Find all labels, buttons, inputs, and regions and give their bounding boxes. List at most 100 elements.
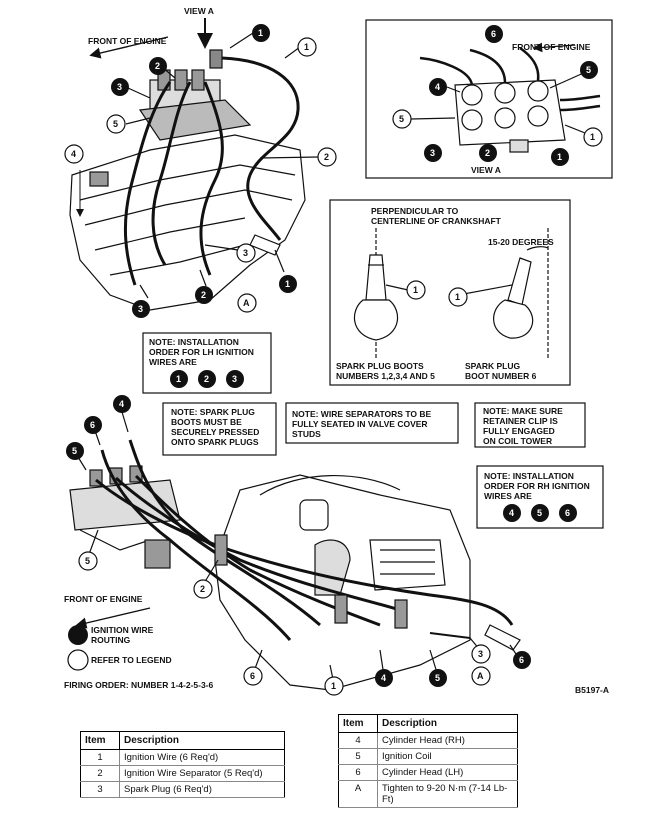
callout-text: 2 bbox=[201, 290, 206, 300]
boots-note-line: SECURELY PRESSED bbox=[171, 427, 259, 437]
rh-order-1: 4 bbox=[509, 508, 514, 518]
legend-header-desc: Description bbox=[377, 714, 518, 733]
separators-note-line: STUDS bbox=[292, 429, 321, 439]
legend-desc: Cylinder Head (RH) bbox=[377, 732, 518, 749]
callout-text: 2 bbox=[324, 152, 329, 162]
legend-table-left: Item Description 1 Ignition Wire (6 Req'… bbox=[80, 731, 285, 798]
callout-text: 1 bbox=[557, 152, 562, 162]
key-black-label-1: IGNITION WIRE bbox=[91, 625, 154, 635]
legend-item: 4 bbox=[338, 732, 378, 749]
callout-text: 5 bbox=[113, 119, 118, 129]
lh-order-3: 3 bbox=[232, 374, 237, 384]
callout-text: 3 bbox=[478, 649, 483, 659]
boot6-label-2: BOOT NUMBER 6 bbox=[465, 371, 537, 381]
callout-text: 5 bbox=[72, 446, 77, 456]
callout-text: 2 bbox=[485, 148, 490, 158]
legend-header-item: Item bbox=[80, 731, 120, 750]
callout-text: 4 bbox=[119, 399, 124, 409]
legend-desc: Ignition Wire (6 Req'd) bbox=[119, 749, 285, 766]
callout-text: 1 bbox=[258, 28, 263, 38]
separators-note-frame bbox=[285, 402, 459, 444]
boot-drawings bbox=[353, 228, 549, 360]
perpendicular-text-2: CENTERLINE OF CRANKSHAFT bbox=[371, 216, 502, 226]
callout-text: 4 bbox=[381, 673, 386, 683]
view-a-label-top: VIEW A bbox=[184, 6, 214, 16]
callout-text: 5 bbox=[435, 673, 440, 683]
callout-black bbox=[252, 24, 270, 42]
front-of-engine-label-bottom: FRONT OF ENGINE bbox=[64, 594, 143, 604]
key-black-label-2: ROUTING bbox=[91, 635, 131, 645]
boots-note-frame bbox=[162, 402, 277, 456]
callout-text: 3 bbox=[430, 148, 435, 158]
perpendicular-text-1: PERPENDICULAR TO bbox=[371, 206, 459, 216]
callout-text: 1 bbox=[285, 279, 290, 289]
callout-text: 5 bbox=[399, 114, 404, 124]
boot6-label-1: SPARK PLUG bbox=[465, 361, 520, 371]
bottom-engine-drawing bbox=[69, 411, 521, 691]
callout-text: 1 bbox=[331, 681, 336, 691]
callout-text: 4 bbox=[435, 82, 440, 92]
callout-text: 1 bbox=[413, 285, 418, 295]
separators-note-line: FULLY SEATED IN VALVE COVER bbox=[292, 419, 428, 429]
legend-row: 3 Spark Plug (6 Req'd) bbox=[80, 781, 285, 798]
callout-text: 5 bbox=[85, 556, 90, 566]
top-callouts: 1 1 2 3 5 2 4 3 1 3 2 A bbox=[64, 24, 337, 318]
degrees-text: 15-20 DEGREES bbox=[488, 237, 554, 247]
legend-row: 4 Cylinder Head (RH) bbox=[338, 732, 518, 749]
firing-order: FIRING ORDER: NUMBER 1-4-2-5-3-6 bbox=[64, 680, 214, 690]
retainer-note-line: RETAINER CLIP IS bbox=[483, 416, 558, 426]
lh-order-2: 2 bbox=[204, 374, 209, 384]
callout-text: A bbox=[243, 298, 250, 308]
view-a-coil-drawing bbox=[410, 42, 601, 153]
callout-text: 3 bbox=[243, 248, 248, 258]
callout-text: 6 bbox=[90, 420, 95, 430]
callout-text: 3 bbox=[117, 82, 122, 92]
lh-order-1: 1 bbox=[176, 374, 181, 384]
legend-header-desc: Description bbox=[119, 731, 285, 750]
lh-note-line: ORDER FOR LH IGNITION bbox=[149, 347, 254, 357]
diagram-key: IGNITION WIRE ROUTING REFER TO LEGEND bbox=[67, 625, 172, 671]
boots-note-line: BOOTS MUST BE bbox=[171, 417, 242, 427]
rh-note-line: NOTE: INSTALLATION bbox=[484, 471, 574, 481]
legend-item: 5 bbox=[338, 748, 378, 765]
boot-callouts: 1 1 bbox=[406, 280, 468, 307]
retainer-note-frame bbox=[474, 402, 586, 448]
key-white-circle bbox=[67, 649, 89, 671]
legend-header-item: Item bbox=[338, 714, 378, 733]
legend-header: Item Description bbox=[338, 714, 518, 733]
callout-text: 5 bbox=[586, 65, 591, 75]
callout-text: 4 bbox=[71, 149, 76, 159]
rh-order-3: 6 bbox=[565, 508, 570, 518]
front-of-engine-label-top: FRONT OF ENGINE bbox=[88, 36, 167, 46]
callout-text: 6 bbox=[519, 655, 524, 665]
callout-text: A bbox=[477, 671, 484, 681]
lh-note-line: WIRES ARE bbox=[149, 357, 197, 367]
legend-item: 6 bbox=[338, 764, 378, 781]
rh-order-2: 5 bbox=[537, 508, 542, 518]
bottom-callouts: 4 6 5 5 2 6 1 4 5 3 A 6 bbox=[66, 395, 531, 696]
legend-row: 5 Ignition Coil bbox=[338, 748, 518, 765]
legend-desc: Cylinder Head (LH) bbox=[377, 764, 518, 781]
legend-row: 2 Ignition Wire Separator (5 Req'd) bbox=[80, 765, 285, 782]
legend-item: 2 bbox=[80, 765, 120, 782]
lh-note-line: NOTE: INSTALLATION bbox=[149, 337, 239, 347]
boots-note-line: ONTO SPARK PLUGS bbox=[171, 437, 259, 447]
top-engine-drawing bbox=[69, 18, 319, 311]
inset-callouts: 6 5 4 5 3 2 1 1 bbox=[392, 25, 603, 166]
legend-row: 1 Ignition Wire (6 Req'd) bbox=[80, 749, 285, 766]
callout-text: 2 bbox=[200, 584, 205, 594]
legend-row: 6 Cylinder Head (LH) bbox=[338, 764, 518, 781]
callout-text: 3 bbox=[138, 304, 143, 314]
boots-label-1: SPARK PLUG BOOTS bbox=[336, 361, 424, 371]
separators-note-line: NOTE: WIRE SEPARATORS TO BE bbox=[292, 409, 431, 419]
rh-note-line: ORDER FOR RH IGNITION bbox=[484, 481, 590, 491]
legend-desc: Spark Plug (6 Req'd) bbox=[119, 781, 285, 798]
boots-note-line: NOTE: SPARK PLUG bbox=[171, 407, 255, 417]
legend-item: 3 bbox=[80, 781, 120, 798]
legend-row: A Tighten to 9-20 N·m (7-14 Lb-Ft) bbox=[338, 780, 518, 808]
callout-text: 6 bbox=[491, 29, 496, 39]
legend-desc: Ignition Wire Separator (5 Req'd) bbox=[119, 765, 285, 782]
rh-note-line: WIRES ARE bbox=[484, 491, 532, 501]
retainer-note-line: FULLY ENGAGED bbox=[483, 426, 555, 436]
